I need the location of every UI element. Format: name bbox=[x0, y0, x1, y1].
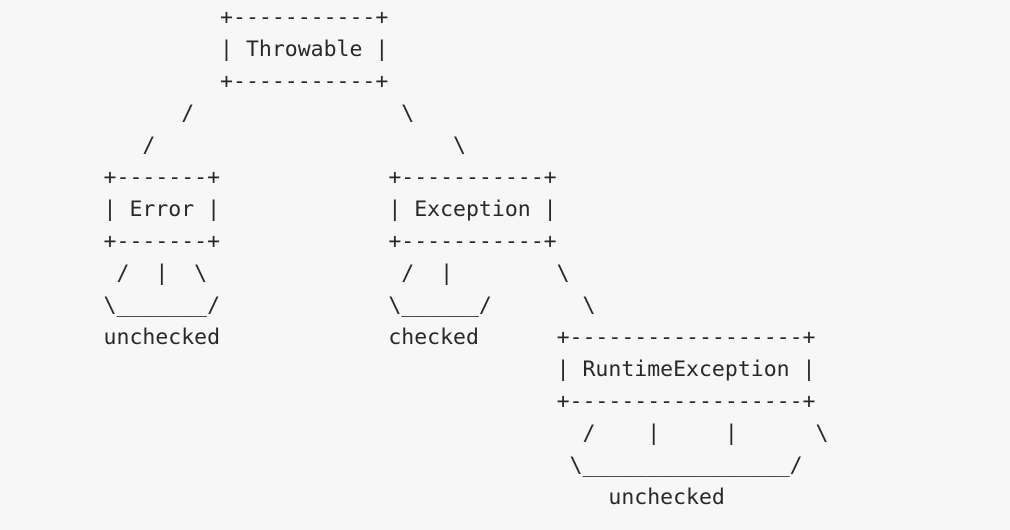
throwable-hierarchy-ascii-art: +-----------+ | Throwable | +-----------… bbox=[103, 5, 829, 510]
